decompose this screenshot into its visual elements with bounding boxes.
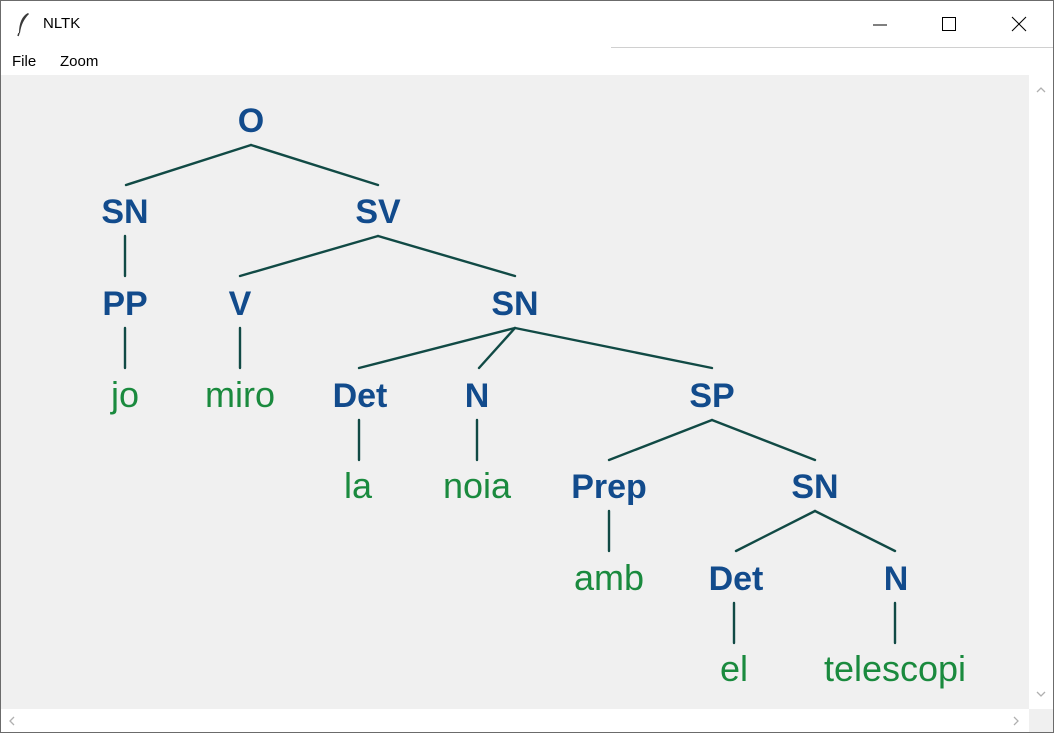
scroll-right-arrow-icon[interactable] <box>1011 715 1021 727</box>
tree-leaf-el[interactable]: el <box>720 648 748 689</box>
tree-node-sp[interactable]: SP <box>689 377 734 415</box>
scroll-left-arrow-icon[interactable] <box>7 715 17 727</box>
tree-leaf-la[interactable]: la <box>344 465 373 506</box>
parse-tree: O SN SV PP jo V miro SN Det la N noia SP… <box>101 102 966 689</box>
scrollbar-corner <box>1029 709 1053 732</box>
minimize-button[interactable] <box>857 1 903 48</box>
edge-sn-n <box>477 326 517 370</box>
menu-bar: File Zoom <box>1 48 1053 75</box>
tree-leaf-telescopi[interactable]: telescopi <box>824 648 966 689</box>
edge-sn-det <box>357 326 517 370</box>
edge-sv-v <box>238 234 380 278</box>
edge-o-sv <box>249 143 380 187</box>
tree-node-sn-2[interactable]: SN <box>491 285 538 323</box>
tree-node-sn-3[interactable]: SN <box>791 468 838 506</box>
edge-sn-n2 <box>813 509 897 553</box>
maximize-button[interactable] <box>926 1 972 48</box>
tree-leaf-jo[interactable]: jo <box>110 374 139 415</box>
title-bar[interactable]: NLTK <box>1 1 1053 48</box>
menu-file[interactable]: File <box>12 53 37 70</box>
tree-node-pp[interactable]: PP <box>102 285 147 323</box>
edge-sn-det2 <box>734 509 817 553</box>
scroll-up-arrow-icon[interactable] <box>1035 85 1047 95</box>
tree-node-n-2[interactable]: N <box>884 560 909 598</box>
tree-leaf-noia[interactable]: noia <box>443 465 512 506</box>
tree-node-sv[interactable]: SV <box>355 193 401 231</box>
window-title: NLTK <box>43 15 81 32</box>
tree-node-sn[interactable]: SN <box>101 193 148 231</box>
tree-labels: O SN SV PP jo V miro SN Det la N noia SP… <box>101 102 966 689</box>
tree-node-o[interactable]: O <box>238 102 264 140</box>
tree-canvas: O SN SV PP jo V miro SN Det la N noia SP… <box>1 75 1029 709</box>
menubar-divider <box>611 47 1053 48</box>
tree-node-det-2[interactable]: Det <box>709 560 764 598</box>
edge-o-sn <box>124 143 253 187</box>
tree-leaf-amb[interactable]: amb <box>574 557 644 598</box>
vertical-scrollbar[interactable] <box>1029 75 1053 709</box>
maximize-icon <box>942 17 956 31</box>
edge-sn-sp <box>513 326 714 370</box>
edge-sp-sn <box>710 418 817 462</box>
tree-leaf-miro[interactable]: miro <box>205 374 275 415</box>
tree-node-v[interactable]: V <box>229 285 252 323</box>
tree-edges <box>123 143 897 645</box>
scroll-down-arrow-icon[interactable] <box>1035 689 1047 699</box>
close-button[interactable] <box>996 1 1042 48</box>
horizontal-scrollbar[interactable] <box>1 709 1029 732</box>
menu-zoom[interactable]: Zoom <box>60 53 99 70</box>
minimize-icon <box>873 24 887 26</box>
tree-node-det[interactable]: Det <box>333 377 388 415</box>
feather-icon <box>17 13 29 37</box>
tree-node-prep[interactable]: Prep <box>571 468 647 506</box>
edge-sp-prep <box>607 418 714 462</box>
close-icon <box>1011 16 1027 32</box>
edge-sv-sn <box>376 234 517 278</box>
tree-node-n[interactable]: N <box>465 377 490 415</box>
